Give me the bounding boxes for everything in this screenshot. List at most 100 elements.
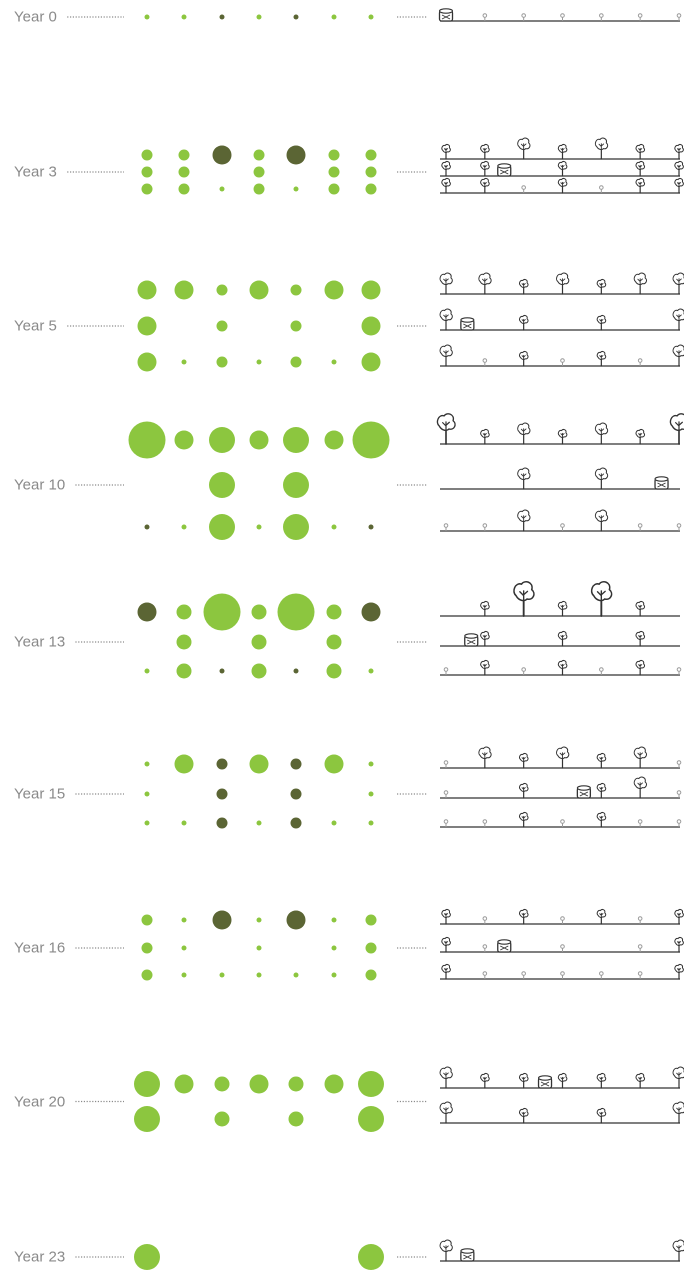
tree-icon xyxy=(558,162,566,176)
sprout-icon xyxy=(444,761,448,768)
planting-dot xyxy=(257,918,262,923)
planting-dot xyxy=(327,605,342,620)
planting-dot xyxy=(278,594,315,631)
tree-icon xyxy=(597,352,605,366)
sprout-icon xyxy=(638,917,642,924)
planting-dot xyxy=(332,973,337,978)
tree-icon xyxy=(481,661,489,675)
tree-icon xyxy=(597,910,605,924)
planting-dot xyxy=(369,792,374,797)
planting-dot xyxy=(182,946,187,951)
planting-dot xyxy=(283,472,309,498)
planting-dot xyxy=(362,281,381,300)
tree-icon xyxy=(520,352,528,366)
tree-icon xyxy=(597,316,605,330)
planting-dot xyxy=(366,184,377,195)
sprout-icon xyxy=(483,820,487,827)
sprout-icon xyxy=(483,524,487,531)
planting-dot xyxy=(366,167,377,178)
stump-icon xyxy=(465,634,478,646)
sprout-icon xyxy=(561,917,565,924)
sprout-icon xyxy=(561,820,565,827)
planting-dot xyxy=(175,1075,194,1094)
planting-dot xyxy=(287,911,306,930)
planting-dot xyxy=(217,818,228,829)
planting-dot xyxy=(325,281,344,300)
stump-icon xyxy=(461,318,474,330)
planting-dot xyxy=(220,669,225,674)
planting-dot xyxy=(217,789,228,800)
planting-dot xyxy=(134,1071,160,1097)
tree-icon xyxy=(597,1109,605,1123)
tree-icon xyxy=(520,1109,528,1123)
planting-dot xyxy=(257,821,262,826)
sprout-icon xyxy=(561,524,565,531)
planting-dot xyxy=(325,755,344,774)
planting-dot xyxy=(182,821,187,826)
planting-dot xyxy=(291,321,302,332)
planting-dot xyxy=(209,514,235,540)
tree-icon xyxy=(673,1240,684,1261)
tree-icon xyxy=(520,1074,528,1088)
sprout-icon xyxy=(483,917,487,924)
planting-dot xyxy=(327,635,342,650)
planting-dot xyxy=(353,422,390,459)
tree-icon xyxy=(442,179,450,193)
planting-dot xyxy=(366,943,377,954)
planting-dot xyxy=(138,353,157,372)
tree-icon xyxy=(597,784,605,798)
tree-icon xyxy=(520,316,528,330)
tree-icon xyxy=(634,777,646,798)
tree-icon xyxy=(675,965,683,979)
tree-icon xyxy=(675,910,683,924)
planting-dot xyxy=(134,1106,160,1132)
planting-dot xyxy=(294,187,299,192)
planting-dot xyxy=(294,15,299,20)
planting-dot xyxy=(250,755,269,774)
planting-dot xyxy=(217,321,228,332)
stump-icon xyxy=(498,164,511,176)
tree-icon xyxy=(520,754,528,768)
tree-icon xyxy=(479,273,491,294)
tree-icon xyxy=(597,754,605,768)
sprout-icon xyxy=(522,668,526,675)
planting-dot xyxy=(175,281,194,300)
planting-dot xyxy=(252,605,267,620)
stump-icon xyxy=(498,940,511,952)
tree-icon xyxy=(597,813,605,827)
planting-dot xyxy=(142,150,153,161)
stump-icon xyxy=(655,477,668,489)
planting-dot xyxy=(291,285,302,296)
tree-icon xyxy=(442,938,450,952)
planting-dot xyxy=(362,353,381,372)
tree-icon xyxy=(636,145,644,159)
planting-dot xyxy=(145,762,150,767)
planting-dot xyxy=(291,789,302,800)
planting-dot xyxy=(332,525,337,530)
planting-dot xyxy=(325,1075,344,1094)
sprout-icon xyxy=(638,524,642,531)
sprout-icon xyxy=(483,972,487,979)
planting-dot xyxy=(289,1077,304,1092)
tree-icon xyxy=(636,179,644,193)
tree-icon xyxy=(670,414,684,444)
planting-dot xyxy=(138,317,157,336)
tree-icon xyxy=(636,1074,644,1088)
tree-icon xyxy=(518,138,530,159)
planting-dot xyxy=(142,184,153,195)
planting-dot xyxy=(142,167,153,178)
planting-dot xyxy=(369,525,374,530)
planting-dot xyxy=(250,281,269,300)
planting-dot xyxy=(327,664,342,679)
sprout-icon xyxy=(677,761,681,768)
planting-dot xyxy=(177,635,192,650)
planting-dot xyxy=(257,525,262,530)
planting-dot xyxy=(177,605,192,620)
tree-icon xyxy=(442,145,450,159)
planting-dot xyxy=(179,167,190,178)
sprout-icon xyxy=(561,945,565,952)
stump-icon xyxy=(539,1076,552,1088)
tree-icon xyxy=(481,179,489,193)
planting-dot xyxy=(289,1112,304,1127)
